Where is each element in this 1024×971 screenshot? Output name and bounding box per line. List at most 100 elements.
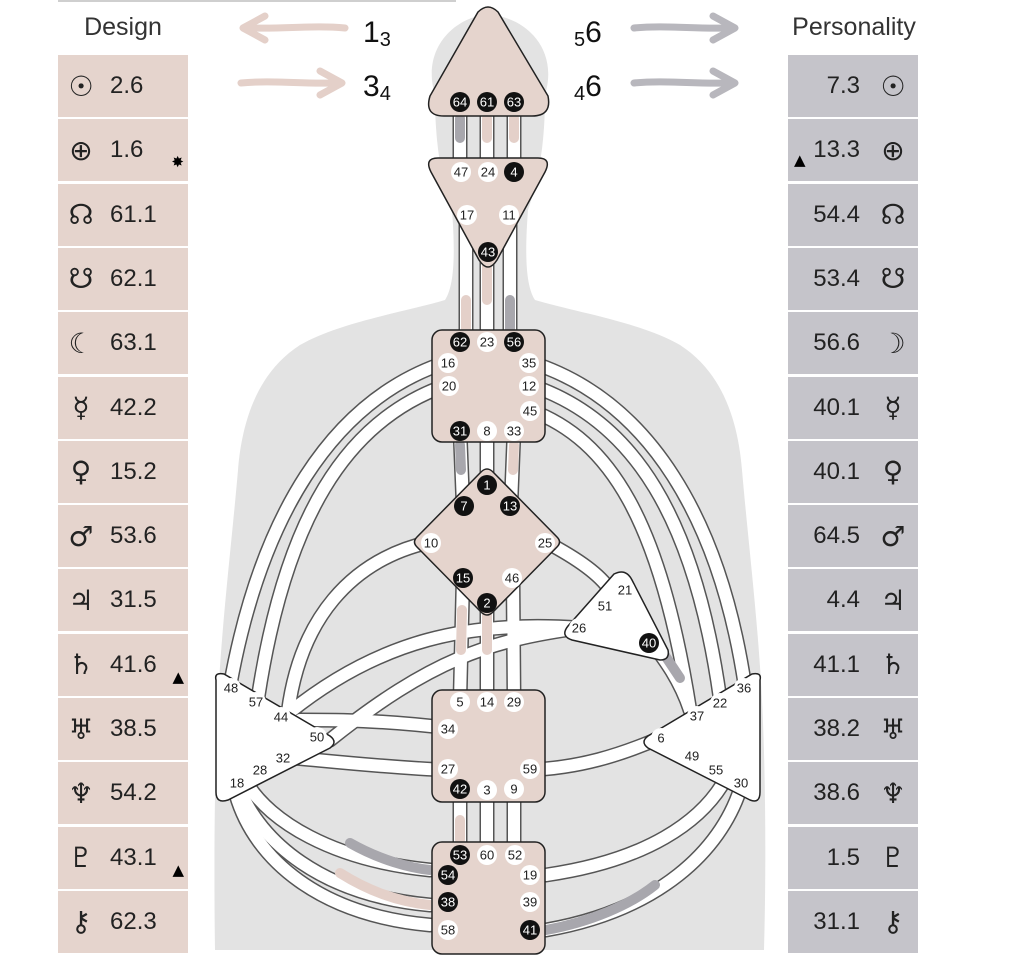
personality-row: 13.3⊕▲ — [788, 119, 918, 182]
ajna-center — [427, 157, 549, 268]
gate-number: 31 — [453, 424, 467, 439]
saturn-icon: ♄ — [68, 648, 94, 682]
gate-number: 64 — [453, 95, 467, 110]
north-node-icon: ☊ — [68, 198, 94, 232]
gate-line-value: 2.6 — [110, 72, 144, 99]
gate-8: 8 — [477, 421, 497, 441]
design-row: ♀ 15.2 — [58, 440, 188, 503]
gate-61: 61 — [477, 92, 497, 112]
gate-12: 12 — [519, 376, 539, 396]
gate-15: 15 — [453, 568, 473, 588]
g-center — [413, 468, 561, 616]
variable-sub: 4 — [379, 83, 391, 105]
gate-3: 3 — [477, 780, 497, 800]
gate-28: 28 — [250, 760, 270, 780]
gate-5: 5 — [450, 692, 470, 712]
venus-icon: ♀ — [70, 455, 92, 489]
design-row: ♃31.5 — [58, 569, 188, 632]
gate-number: 9 — [510, 782, 517, 797]
gate-number: 55 — [709, 763, 723, 778]
design-row: ⚷62.3 — [58, 890, 188, 953]
personality-row: 40.1♀ — [788, 440, 918, 503]
mercury-icon: ☿ — [72, 391, 90, 424]
gate-9: 9 — [504, 779, 524, 799]
gate-line-value: 38.6 — [813, 779, 860, 807]
gate-number: 39 — [523, 895, 537, 910]
gate-line-value: 53.6 — [110, 522, 157, 550]
gate-number: 12 — [522, 379, 536, 394]
gate-line-value: 13.3 — [813, 136, 860, 164]
design-row: ☉2.6 — [58, 55, 188, 117]
gate-number: 58 — [441, 923, 455, 938]
variable-main: 3 — [363, 70, 380, 103]
design-row: ♄41.6▲ — [58, 633, 188, 696]
gate-17: 17 — [457, 205, 477, 225]
gate-number: 53 — [453, 848, 467, 863]
gate-number: 40 — [642, 636, 656, 651]
gate-47: 47 — [451, 162, 471, 182]
exalted-icon: ▲ — [172, 667, 184, 686]
north-node-icon: ☊ — [880, 198, 906, 232]
gate-line-value: 1.6 — [110, 136, 144, 164]
gate-line-value: 15.2 — [110, 457, 157, 485]
gate-number: 15 — [456, 571, 470, 586]
gate-10: 10 — [421, 533, 441, 553]
gate-number: 45 — [523, 404, 537, 419]
uranus-icon: ♅ — [880, 712, 906, 746]
gate-number: 14 — [480, 695, 494, 710]
gate-number: 3 — [483, 783, 490, 798]
gate-33: 33 — [504, 421, 524, 441]
variable-sub: 3 — [379, 29, 391, 51]
design-row: ♅38.5 — [58, 698, 188, 760]
gate-number: 28 — [253, 763, 267, 778]
gate-line-value: 61.1 — [110, 200, 157, 228]
saturn-icon: ♄ — [880, 648, 906, 682]
gate-number: 29 — [507, 695, 521, 710]
gate-line-value: 41.1 — [813, 650, 860, 678]
gate-number: 20 — [442, 379, 456, 394]
personality-row: 64.5♂ — [788, 505, 918, 568]
gate-52: 52 — [505, 845, 525, 865]
gate-22: 22 — [710, 693, 730, 713]
gate-number: 24 — [481, 165, 495, 180]
gate-6: 6 — [651, 728, 671, 748]
gate-number: 41 — [523, 923, 537, 938]
gate-line-value: 38.5 — [110, 715, 157, 742]
personality-row: 38.6♆ — [788, 762, 918, 825]
gate-number: 30 — [734, 776, 748, 791]
design-top-arrow-icon — [239, 12, 349, 44]
gate-35: 35 — [519, 353, 539, 373]
earth-icon: ⊕ — [69, 133, 93, 167]
gate-number: 27 — [441, 762, 455, 777]
head-center — [427, 6, 550, 117]
gate-29: 29 — [504, 692, 524, 712]
gate-41: 41 — [520, 920, 540, 940]
gate-20: 20 — [439, 376, 459, 396]
gate-60: 60 — [477, 845, 497, 865]
personality-row: 40.1☿ — [788, 376, 918, 439]
gate-19: 19 — [520, 865, 540, 885]
gate-number: 21 — [618, 583, 632, 598]
gate-number: 13 — [503, 499, 517, 514]
gate-38: 38 — [438, 892, 458, 912]
design-bottom-variable: 34 — [363, 70, 391, 106]
gate-line-value: 53.4 — [813, 264, 860, 292]
gate-line-value: 7.3 — [826, 72, 860, 99]
exalted-icon: ▲ — [794, 151, 806, 170]
gate-54: 54 — [438, 865, 458, 885]
variable-main: 1 — [363, 16, 380, 49]
variable-main: 6 — [585, 70, 602, 103]
sacral-center — [431, 689, 546, 803]
gate-46: 46 — [502, 568, 522, 588]
gate-number: 22 — [713, 696, 727, 711]
personality-row: 7.3☉ — [788, 55, 918, 117]
gate-43: 43 — [478, 242, 498, 262]
gate-56: 56 — [504, 332, 524, 352]
gate-number: 48 — [224, 681, 238, 696]
neptune-icon: ♆ — [68, 776, 94, 810]
gate-16: 16 — [438, 353, 458, 373]
gate-number: 36 — [737, 681, 751, 696]
gate-line-value: 38.2 — [813, 715, 860, 742]
gate-number: 23 — [480, 335, 494, 350]
